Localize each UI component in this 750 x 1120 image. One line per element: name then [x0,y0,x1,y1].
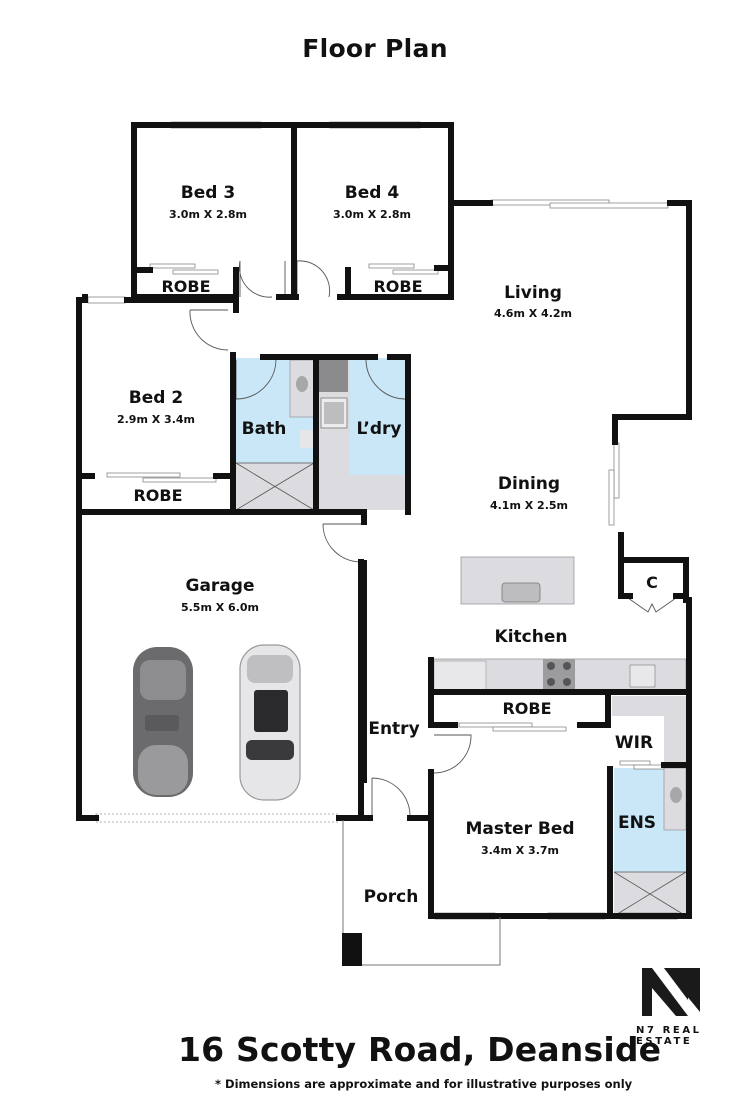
label-ensuite: ENS [618,813,656,833]
car-white-icon [239,644,301,801]
room-labels: Bed 3 3.0m X 2.8m Bed 4 3.0m X 2.8m ROBE… [117,183,658,907]
porch-post [342,933,362,966]
ensuite-basin [670,787,682,803]
plan-title: Floor Plan [302,34,448,63]
laundry-open [350,358,406,475]
dims-bed3: 3.0m X 2.8m [169,208,247,221]
property-address: 16 Scotty Road, Deanside [178,1030,662,1069]
laundry-dark [318,360,348,392]
door-swings [189,260,677,818]
label-dining: Dining [498,474,560,494]
label-laundry: L’dry [356,419,401,439]
label-wir: WIR [615,733,653,753]
dims-living: 4.6m X 4.2m [494,307,572,320]
bath-toilet [300,430,314,448]
label-kitchen: Kitchen [495,627,568,647]
label-robe-bed3: ROBE [161,277,210,296]
label-cupboard: C [646,573,658,592]
garage-door [95,813,340,823]
label-garage: Garage [186,576,255,596]
label-bed3: Bed 3 [181,183,235,203]
dims-master: 3.4m X 3.7m [481,844,559,857]
dims-dining: 4.1m X 2.5m [490,499,568,512]
wet-areas [235,358,687,917]
label-living: Living [504,283,562,303]
label-robe-bed4: ROBE [373,277,422,296]
walls [76,122,692,919]
dishwasher [629,664,656,688]
kitchen-sink [501,582,541,603]
dims-garage: 5.5m X 6.0m [181,601,259,614]
dims-bed4: 3.0m X 2.8m [333,208,411,221]
dims-bed2: 2.9m X 3.4m [117,413,195,426]
label-entry: Entry [368,719,419,739]
label-porch: Porch [364,887,419,907]
n7-logo-icon [642,968,700,1016]
bath-basin [296,376,308,392]
label-bed2: Bed 2 [129,388,183,408]
wir-shelving [612,696,686,765]
car-dark-icon [133,647,193,797]
label-bed4: Bed 4 [345,183,400,203]
robe-doors [106,263,665,770]
label-robe-bed2: ROBE [133,486,182,505]
label-robe-master: ROBE [502,699,551,718]
windows [87,121,678,920]
label-bath: Bath [242,419,287,439]
disclaimer: * Dimensions are approximate and for ill… [215,1077,633,1091]
porch-outline [342,820,501,966]
label-master: Master Bed [465,819,574,839]
brand-name: N7 REAL ESTATE [636,1025,702,1047]
